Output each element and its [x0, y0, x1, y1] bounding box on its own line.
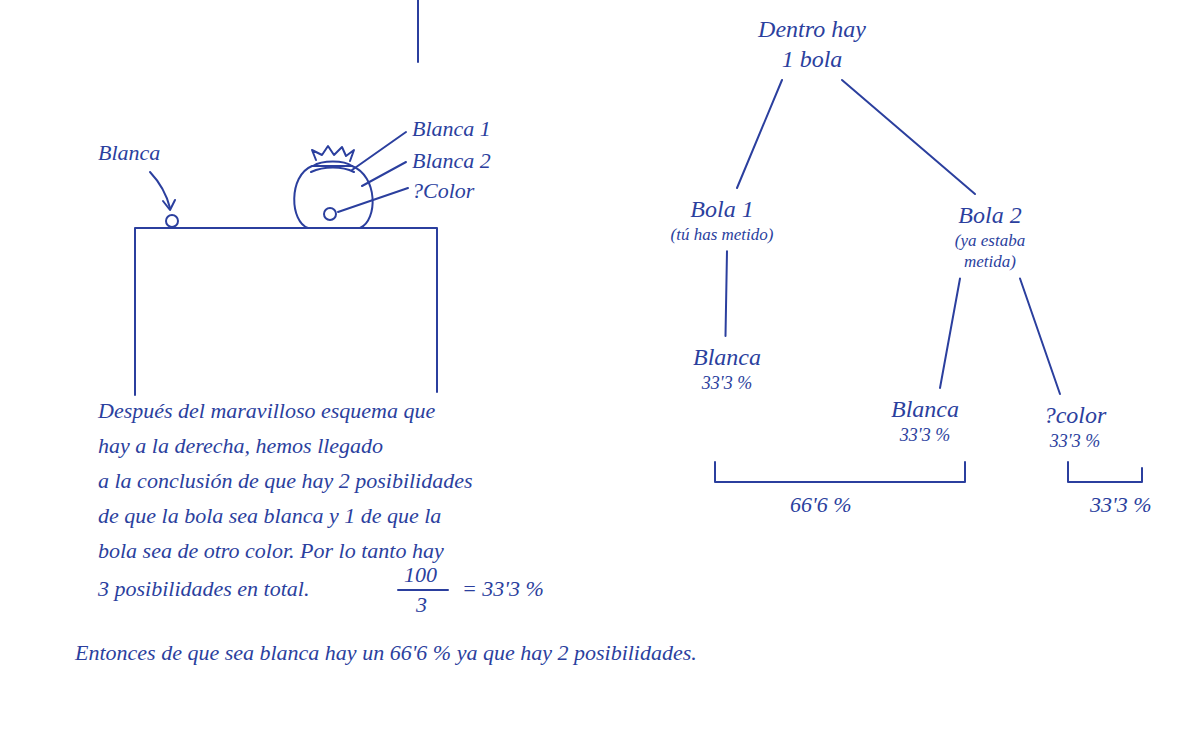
- note-text: 100: [404, 562, 437, 588]
- tree-node: Blanca33'3 %: [887, 392, 963, 449]
- label: 33'3 %: [1090, 492, 1152, 518]
- node-title: Blanca: [689, 342, 765, 372]
- bracket: [715, 462, 965, 482]
- node-note: (tú has metido): [667, 224, 778, 245]
- tree-node: Bola 2(ya estaba metida): [926, 198, 1054, 275]
- tree-branch: [1020, 279, 1060, 395]
- label: ?Color: [412, 178, 474, 204]
- ball: [166, 215, 178, 227]
- bag-top: [312, 146, 354, 161]
- tree-branch: [940, 279, 960, 389]
- leader-line: [338, 188, 408, 212]
- string-line: [417, 0, 419, 62]
- table: [135, 228, 437, 395]
- note-text: 3: [416, 592, 427, 618]
- node-note: 33'3 %: [887, 424, 963, 447]
- note-text: Entonces de que sea blanca hay un 66'6 %…: [75, 640, 697, 666]
- note-text: de que la bola sea blanca y 1 de que la: [98, 503, 441, 529]
- note-text: hay a la derecha, hemos llegado: [98, 433, 383, 459]
- label: Blanca: [98, 140, 160, 166]
- note-text: a la conclusión de que hay 2 posibilidad…: [98, 468, 473, 494]
- note-text: = 33'3 %: [462, 576, 544, 602]
- arrow-head: [163, 200, 175, 210]
- tree-node: Bola 1(tú has metido): [667, 192, 778, 247]
- node-note: 1 bola: [754, 44, 870, 74]
- pointer-arrow: [150, 172, 170, 208]
- node-note: (ya estaba metida): [930, 230, 1050, 273]
- note-text: Después del maravilloso esquema que: [98, 398, 435, 424]
- bag: [294, 166, 372, 228]
- label: Blanca 1: [412, 116, 491, 142]
- label: 66'6 %: [790, 492, 852, 518]
- ball: [324, 208, 336, 220]
- node-title: Dentro hay: [754, 14, 870, 44]
- tree-node: Blanca33'3 %: [689, 340, 765, 397]
- leader-line: [362, 162, 406, 186]
- tree-branch: [842, 80, 975, 194]
- node-title: Bola 2: [926, 200, 1054, 230]
- node-note: 33'3 %: [689, 372, 765, 395]
- fraction-bar: [398, 589, 448, 591]
- tree-node: ?color33'3 %: [1040, 398, 1111, 455]
- node-title: Bola 1: [667, 194, 778, 224]
- node-note: 33'3 %: [1040, 430, 1111, 453]
- note-text: 3 posibilidades en total.: [98, 576, 309, 602]
- tree-node: Dentro hay1 bola: [754, 12, 870, 76]
- node-title: Blanca: [887, 394, 963, 424]
- bracket: [1068, 462, 1142, 482]
- leader-line: [352, 132, 406, 170]
- tree-branch: [737, 80, 782, 188]
- bag-tie: [311, 162, 354, 173]
- note-text: bola sea de otro color. Por lo tanto hay: [98, 538, 444, 564]
- tree-branch: [725, 251, 726, 336]
- label: Blanca 2: [412, 148, 491, 174]
- node-title: ?color: [1040, 400, 1111, 430]
